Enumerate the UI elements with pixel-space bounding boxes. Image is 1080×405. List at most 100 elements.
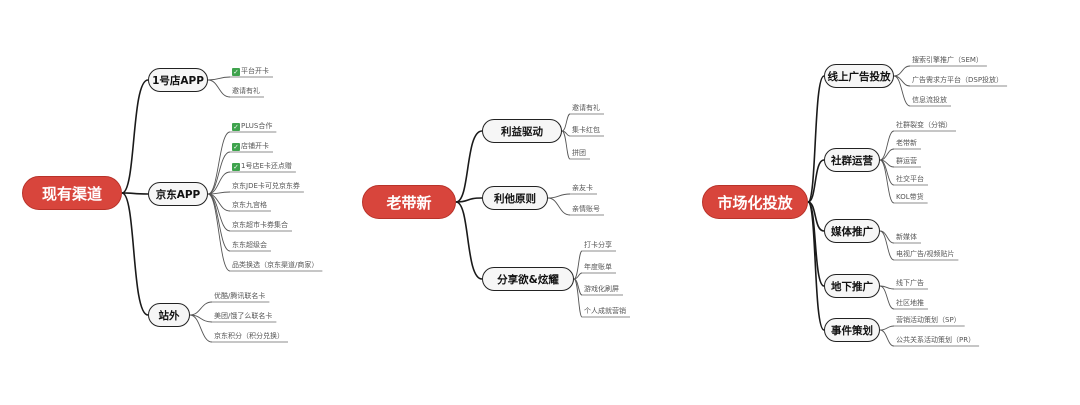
leaf-item: ✓PLUS合作 [232, 121, 272, 131]
leaf-item: 年度账单 [584, 262, 612, 272]
leaf-label: 1号店E卡还点赠 [241, 162, 292, 170]
leaf-label: 美团/饿了么联名卡 [214, 312, 273, 320]
leaf-label: 社区地推 [896, 299, 924, 307]
root-connector [455, 201, 483, 280]
leaf-label: 新媒体 [896, 233, 917, 241]
branch-node: 线上广告投放 [824, 64, 894, 88]
leaf-item: 东东超级会 [232, 240, 267, 250]
leaf-label: KOL带货 [896, 193, 924, 201]
leaf-label: 平台开卡 [241, 67, 269, 75]
leaf-item: 打卡分享 [584, 240, 612, 250]
leaf-connector [207, 171, 231, 195]
leaf-item: 京东九宫格 [232, 200, 267, 210]
leaf-label: 电视广告/视频贴片 [896, 250, 955, 258]
root-connector [807, 201, 825, 331]
leaf-label: 京东JDE卡可兑京东券 [232, 182, 300, 190]
leaf-connector [207, 79, 231, 98]
branch-node: 1号店APP [148, 68, 208, 92]
leaf-label: 社群裂变（分销） [896, 121, 952, 129]
leaf-item: 美团/饿了么联名卡 [214, 311, 272, 321]
root-connector [455, 130, 483, 203]
leaf-connector [879, 230, 895, 261]
leaf-label: 游戏化刷屏 [584, 285, 619, 293]
leaf-connector [207, 131, 231, 195]
leaf-label: 打卡分享 [584, 241, 612, 249]
leaf-connector [189, 301, 213, 316]
leaf-connector [893, 65, 911, 77]
leaf-item: 新媒体 [896, 232, 917, 242]
leaf-connector [189, 314, 213, 343]
branch-node: 地下推广 [824, 274, 880, 298]
leaf-item: 老带新 [896, 138, 917, 148]
leaf-connector [547, 197, 571, 216]
leaf-label: 东东超级会 [232, 241, 267, 249]
leaf-item: 线下广告 [896, 278, 924, 288]
root-node: 市场化投放 [702, 185, 808, 219]
branch-node: 站外 [148, 303, 190, 327]
leaf-item: 营销活动策划（SP） [896, 315, 961, 325]
leaf-item: 社交平台 [896, 174, 924, 184]
leaf-label: 老带新 [896, 139, 917, 147]
leaf-label: 个人成就营销 [584, 307, 626, 315]
leaf-label: 群运营 [896, 157, 917, 165]
leaf-label: 邀请有礼 [232, 87, 260, 95]
leaf-connector [879, 159, 895, 204]
leaf-connector [879, 148, 895, 161]
leaf-item: 个人成就营销 [584, 306, 626, 316]
leaf-item: 京东超市卡券集合 [232, 220, 288, 230]
leaf-connector [207, 193, 231, 272]
leaf-label: 线下广告 [896, 279, 924, 287]
leaf-label: 公共关系活动策划（PR） [896, 336, 976, 344]
root-node: 老带新 [362, 185, 456, 219]
leaf-label: 营销活动策划（SP） [896, 316, 961, 324]
leaf-item: 搜索引擎推广（SEM） [912, 55, 983, 65]
leaf-label: PLUS合作 [241, 122, 273, 130]
branch-node: 利益驱动 [482, 119, 562, 143]
leaf-item: 优酷/腾讯联名卡 [214, 291, 265, 301]
leaf-item: 拼团 [572, 148, 586, 158]
check-icon: ✓ [232, 143, 240, 151]
leaf-connector [561, 130, 571, 160]
root-connector [121, 192, 149, 316]
check-icon: ✓ [232, 68, 240, 76]
root-connector [121, 192, 149, 195]
leaf-label: 搜索引擎推广（SEM） [912, 56, 983, 64]
leaf-item: 游戏化刷屏 [584, 284, 619, 294]
branch-node: 事件策划 [824, 318, 880, 342]
leaf-label: 年度账单 [584, 263, 612, 271]
leaf-label: 京东超市卡券集合 [232, 221, 288, 229]
leaf-item: 亲情账号 [572, 204, 600, 214]
root-connector [807, 75, 825, 203]
leaf-label: 信息流投放 [912, 96, 947, 104]
leaf-connector [879, 285, 895, 310]
leaf-item: 京东JDE卡可兑京东券 [232, 181, 300, 191]
leaf-connector [879, 325, 895, 331]
leaf-label: 京东积分（积分兑换） [214, 332, 284, 340]
root-connector [807, 159, 825, 203]
leaf-item: KOL带货 [896, 192, 924, 202]
leaf-item: 公共关系活动策划（PR） [896, 335, 975, 345]
leaf-connector [207, 151, 231, 195]
leaf-item: 社群裂变（分销） [896, 120, 952, 130]
leaf-connector [573, 250, 583, 280]
leaf-connector [573, 272, 583, 280]
leaf-item: 邀请有礼 [232, 86, 260, 96]
leaf-item: 社区地推 [896, 298, 924, 308]
leaf-label: 京东九宫格 [232, 201, 267, 209]
leaf-label: 邀请有礼 [572, 104, 600, 112]
leaf-item: 广告需求方平台（DSP投放） [912, 75, 1003, 85]
leaf-item: 电视广告/视频贴片 [896, 249, 954, 259]
leaf-connector [573, 278, 583, 318]
leaf-item: 京东积分（积分兑换） [214, 331, 284, 341]
root-connector [121, 79, 149, 194]
leaf-label: 优酷/腾讯联名卡 [214, 292, 266, 300]
leaf-connector [893, 75, 911, 107]
leaf-connector [207, 76, 231, 81]
branch-node: 媒体推广 [824, 219, 880, 243]
leaf-label: 亲情账号 [572, 205, 600, 213]
leaf-item: ✓店铺开卡 [232, 141, 269, 151]
leaf-label: 集卡红包 [572, 126, 600, 134]
leaf-label: 店铺开卡 [241, 142, 269, 150]
